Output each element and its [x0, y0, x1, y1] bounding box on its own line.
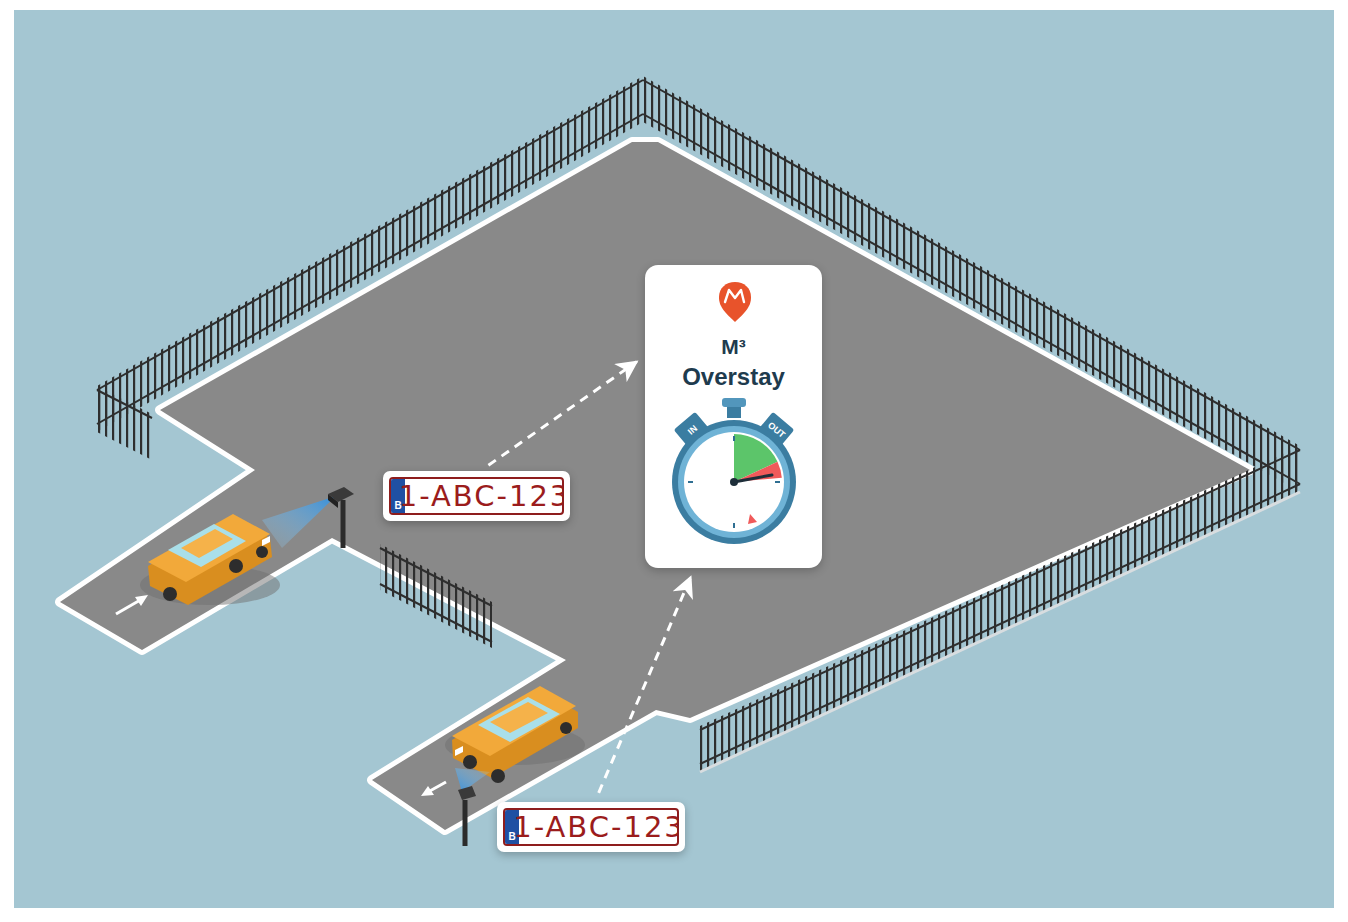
- stopwatch-part-part: [688, 481, 693, 483]
- entry-car-part: [148, 514, 270, 582]
- entry-camera-part: [341, 500, 346, 548]
- exit-car-part: [452, 686, 576, 756]
- license-plate: B1-ABC-123: [497, 802, 685, 852]
- stopwatch-part: [730, 478, 738, 486]
- exit-camera-part: [463, 800, 468, 846]
- plate-number: 1-ABC-123: [407, 479, 562, 513]
- product-brand: M³: [645, 335, 822, 359]
- lane-arrows-part: [421, 786, 434, 796]
- stopwatch-part-part: [733, 436, 735, 441]
- stopwatch-part: [684, 432, 784, 532]
- stopwatch-part: [748, 514, 757, 524]
- entry-car-part: [229, 559, 243, 573]
- exit-car-part: [560, 722, 572, 734]
- entry-camera-part: [328, 494, 338, 508]
- exit-car: [445, 686, 585, 783]
- button-label: OUT: [766, 420, 787, 440]
- entry-camera-part: [262, 496, 336, 548]
- background: [14, 10, 1334, 908]
- plate-border: B1-ABC-123: [389, 477, 564, 515]
- stopwatch-part: [734, 462, 782, 482]
- parking-lot-part: [60, 142, 1250, 830]
- stopwatch-part: [688, 436, 780, 528]
- parking-lot-part: [60, 142, 1250, 830]
- middle-fence-part: [380, 544, 492, 648]
- plate-border: B1-ABC-123: [503, 808, 679, 846]
- country-code: B: [391, 501, 405, 511]
- stopwatch-part-part: [733, 523, 735, 528]
- middle-fence-part: [380, 548, 492, 606]
- middle-fence-part: [380, 584, 492, 642]
- exit-car-part: [491, 769, 505, 783]
- lane-arrows-part: [135, 595, 148, 606]
- exit-car-part: [478, 697, 560, 742]
- back-fence-part: [97, 390, 152, 418]
- parking-lot: [60, 142, 1250, 830]
- exit-car-part: [490, 702, 548, 733]
- logo-pin: [719, 282, 751, 322]
- middle-fence: [380, 544, 492, 648]
- entry-car-part: [181, 529, 233, 558]
- exit-camera: [455, 768, 490, 846]
- stopwatch-part: [722, 398, 746, 407]
- eu-band: B: [505, 810, 519, 844]
- data-flow-arrow: [488, 362, 636, 466]
- button-label: IN: [685, 423, 698, 436]
- entry-car-part: [256, 546, 268, 558]
- license-plate: B1-ABC-123: [383, 471, 570, 521]
- entry-camera: [262, 487, 354, 548]
- exit-car-part: [463, 755, 477, 769]
- country-code: B: [505, 832, 519, 842]
- entry-car-part: [262, 536, 270, 546]
- exit-camera-part: [458, 786, 476, 800]
- logo-pin-part: [719, 282, 751, 322]
- lane-arrows: [116, 595, 446, 796]
- logo-pin-part: [725, 290, 744, 302]
- stopwatch-part: [678, 426, 790, 538]
- plate-number: 1-ABC-123: [521, 810, 677, 844]
- data-flow-arrow: [599, 577, 691, 793]
- exit-car-part: [455, 746, 463, 756]
- stopwatch-part: [734, 475, 772, 482]
- product-name: Overstay: [645, 363, 822, 391]
- stopwatch-part: [672, 420, 796, 544]
- eu-band: B: [391, 479, 405, 513]
- entry-car: [140, 514, 280, 605]
- stopwatch-part-part: [775, 481, 780, 483]
- entry-car-part: [163, 587, 177, 601]
- back-fence-part: [97, 386, 152, 460]
- stopwatch: [672, 398, 796, 544]
